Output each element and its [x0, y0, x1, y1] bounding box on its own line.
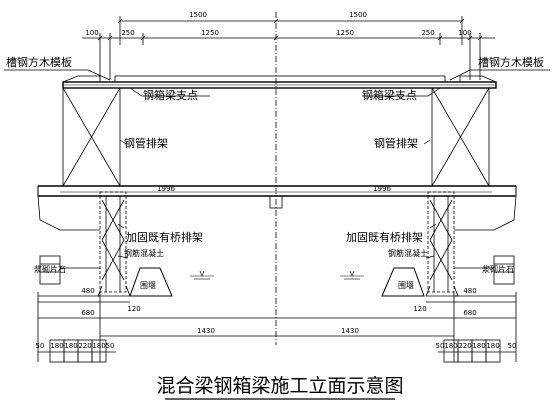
dim-b50-l1: 50	[36, 342, 45, 350]
dim-250-left: 250	[121, 29, 134, 37]
dim-1430-right: 1430	[341, 327, 359, 335]
dim-1250-right: 1250	[336, 29, 354, 37]
dim-b180-r2: 180	[472, 342, 485, 350]
dim-680-left: 680	[81, 309, 94, 317]
dim-b220-r: 220	[458, 342, 471, 350]
label-pipe-right: 钢管排架	[374, 136, 418, 150]
top-dimension-lines	[82, 12, 495, 345]
dim-100-right: 100	[458, 29, 471, 37]
dim-b180-l3: 180	[92, 342, 105, 350]
pipe-scaffold-right	[431, 87, 490, 187]
dim-top-left: 1500	[189, 11, 207, 19]
riprap-left	[39, 255, 61, 285]
label-riprap-right: 浆砌片石	[482, 264, 514, 274]
dim-top-right: 1500	[349, 11, 367, 19]
label-support-left: 钢箱梁支点	[143, 88, 198, 102]
label-reinforce-right: 加固既有桥排架	[346, 230, 423, 244]
dim-1250-left: 1250	[201, 29, 219, 37]
label-formwork-left: 槽钢方木模板	[6, 55, 72, 69]
dim-b180-l1: 180	[50, 342, 63, 350]
dim-b180-l2: 180	[64, 342, 77, 350]
label-cofferdam-right: 围堰	[398, 280, 414, 290]
cofferdam-right	[381, 267, 425, 297]
dim-deck-right: 1996	[373, 185, 391, 193]
dim-100-left: 100	[85, 29, 98, 37]
dim-b50-r2: 50	[508, 342, 517, 350]
riprap-right	[493, 255, 515, 285]
dim-120-right: 120	[413, 305, 426, 313]
dim-b180-r1: 180	[444, 342, 457, 350]
label-reinforce-left: 加固既有桥排架	[126, 230, 203, 244]
dim-deck-left: 1996	[157, 185, 175, 193]
pipe-scaffold-left	[62, 87, 121, 187]
label-cofferdam-left: 围堰	[140, 280, 156, 290]
dim-250-right: 250	[421, 29, 434, 37]
drawing-title: 混合梁钢箱梁施工立面示意图	[156, 375, 403, 397]
dim-b220-l: 220	[78, 342, 91, 350]
dim-b50-l2: 50	[106, 342, 115, 350]
label-riprap-left: 浆砌片石	[34, 264, 66, 274]
label-concrete-left: 钢筋混凝土	[124, 248, 164, 258]
pier-right	[425, 191, 459, 297]
pier-left	[97, 191, 131, 297]
label-concrete-right: 钢筋混凝土	[388, 248, 428, 258]
dim-480-right: 480	[463, 287, 476, 295]
label-support-right: 钢箱梁支点	[362, 88, 417, 102]
lower-dimension-lines	[37, 292, 517, 363]
label-pipe-left: 钢管排架	[124, 136, 168, 150]
dim-b50-r1: 50	[436, 342, 445, 350]
steel-box-girder	[62, 75, 497, 89]
dim-b180-r3: 180	[486, 342, 499, 350]
dim-1430-left: 1430	[197, 327, 215, 335]
leader-lines	[4, 69, 550, 269]
cofferdam-left	[129, 267, 173, 297]
water-level	[190, 270, 364, 280]
dim-480-left: 480	[81, 287, 94, 295]
dim-680-right: 680	[463, 309, 476, 317]
dim-120-left: 120	[127, 305, 140, 313]
label-formwork-right: 槽钢方木模板	[478, 55, 544, 69]
existing-bridge-deck	[37, 185, 517, 231]
